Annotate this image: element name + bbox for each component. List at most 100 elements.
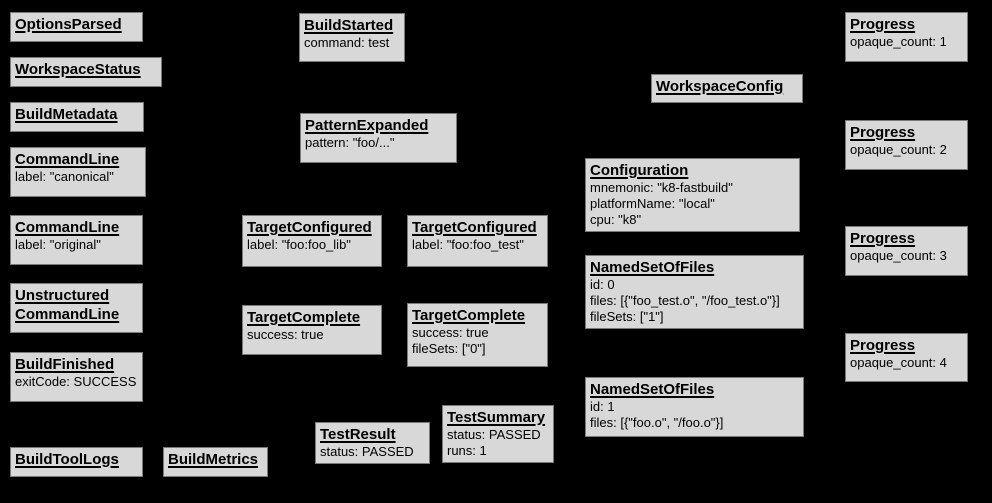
event-title: BuildFinished [15,355,137,374]
event-field: exitCode: SUCCESS [15,374,137,389]
event-title: TargetConfigured [247,218,376,237]
event-title-line: BuildMetrics [168,451,259,468]
event-title: TargetConfigured [412,218,542,237]
event-title-line: CommandLine [15,306,120,323]
event-title-line: BuildStarted [304,17,394,34]
event-box-workspace-status: WorkspaceStatus [10,57,162,87]
event-field: files: [{"foo.o", "/foo.o"}] [590,415,724,430]
event-title-line: NamedSetOfFiles [590,259,715,276]
event-title: Progress [850,336,962,355]
event-field: label: "foo:foo_test" [412,237,524,252]
event-title: CommandLine [15,150,140,169]
event-box-build-metadata: BuildMetadata [10,102,144,132]
event-field: id: 0 [590,277,615,292]
event-title-line: WorkspaceStatus [15,61,141,78]
event-title: BuildMetadata [15,105,138,124]
event-title: Configuration [590,161,794,180]
event-field: fileSets: ["0"] [412,341,486,356]
event-title-line: Progress [850,337,916,354]
event-box-options-parsed: OptionsParsed [10,12,143,42]
event-field: command: test [304,35,390,50]
event-field: status: PASSED [320,444,414,459]
event-field: success: true [247,327,324,342]
event-title-line: OptionsParsed [15,16,122,33]
event-title-line: TargetComplete [247,309,361,326]
event-title: BuildMetrics [168,450,262,469]
event-title-line: TargetComplete [412,307,526,324]
event-title: Progress [850,15,962,34]
event-title: CommandLine [15,218,137,237]
event-title: Progress [850,123,962,142]
event-title: PatternExpanded [305,116,451,135]
event-title: TestSummary [447,408,548,427]
event-title-line: BuildFinished [15,356,115,373]
event-title: TargetComplete [247,308,376,327]
event-field: success: true [412,325,489,340]
event-field: opaque_count: 4 [850,355,947,370]
event-title-line: Progress [850,16,916,33]
event-field: pattern: "foo/..." [305,135,395,150]
event-field: runs: 1 [447,443,487,458]
event-title: BuildToolLogs [15,450,137,469]
event-box-build-tool-logs: BuildToolLogs [10,447,143,477]
event-title-line: WorkspaceConfig [656,78,784,95]
event-title-line: BuildMetadata [15,106,118,123]
event-field: label: "canonical" [15,169,114,184]
event-title: WorkspaceStatus [15,60,156,79]
event-field: label: "foo:foo_lib" [247,237,351,252]
event-title: NamedSetOfFiles [590,380,798,399]
event-field: platformName: "local" [590,196,715,211]
event-field: label: "original" [15,237,101,252]
event-field: mnemonic: "k8-fastbuild" [590,180,733,195]
event-field: status: PASSED [447,427,541,442]
event-title-line: CommandLine [15,151,120,168]
event-title: TargetComplete [412,306,542,325]
event-field: opaque_count: 1 [850,34,947,49]
event-title-line: Progress [850,124,916,141]
event-box-workspace-config: WorkspaceConfig [651,74,803,103]
event-title-line: Unstructured [15,287,110,304]
event-title: Progress [850,229,962,248]
event-title-line: PatternExpanded [305,117,429,134]
event-title: WorkspaceConfig [656,77,797,96]
event-field: id: 1 [590,399,615,414]
event-field: files: [{"foo_test.o", "/foo_test.o"}] [590,293,780,308]
event-box-build-metrics: BuildMetrics [163,447,268,477]
event-title: OptionsParsed [15,15,137,34]
event-title-line: BuildToolLogs [15,451,119,468]
event-field: cpu: "k8" [590,212,642,227]
event-title-line: Configuration [590,162,689,179]
event-field: fileSets: ["1"] [590,309,664,324]
event-field: opaque_count: 3 [850,248,947,263]
event-title-line: Progress [850,230,916,247]
event-title: BuildStarted [304,16,399,35]
event-title: TestResult [320,425,424,444]
event-title: NamedSetOfFiles [590,258,798,277]
event-title-line: TargetConfigured [412,219,537,236]
event-title-line: TestSummary [447,409,546,426]
event-title-line: TargetConfigured [247,219,372,236]
event-title-line: NamedSetOfFiles [590,381,715,398]
event-title-line: CommandLine [15,219,120,236]
